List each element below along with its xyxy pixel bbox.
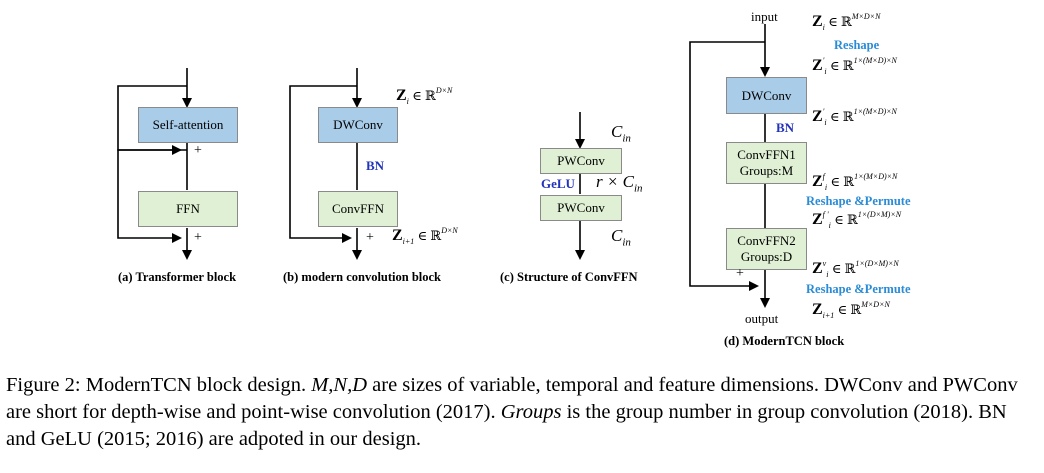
d-math-6: Zvi ∈ ℝ1×(D×M)×N [812, 259, 899, 279]
c-symbol: C [611, 226, 623, 245]
math-symbol: Z [812, 301, 823, 318]
panel-b-output-math: Zi+1 ∈ ℝD×N [392, 226, 458, 246]
gelu-label: GeLU [541, 176, 575, 191]
math-pre: ' [822, 107, 825, 116]
math-set: ∈ ℝ [834, 212, 858, 227]
pwconv-bottom-box: PWConv [540, 195, 622, 221]
d-math-2: Z' i ∈ ℝ1×(M×D)×N [812, 56, 897, 76]
convffn1-title: ConvFFN1 [737, 147, 796, 162]
figure-connectors [117, 24, 770, 308]
d-math-1: Zi ∈ ℝM×D×N [812, 12, 880, 32]
r-c-in-label: r × Cin [596, 172, 643, 194]
math-set: ∈ ℝ [829, 58, 854, 73]
panel-b-bn-label: BN [366, 158, 385, 173]
caption-vars: M,N,D [311, 374, 368, 396]
math-pre: f ' [822, 210, 829, 219]
reshape-permute-note-2: Reshape &Permute [806, 282, 911, 296]
panel-d-caption: (d) ModernTCN block [724, 334, 845, 348]
convffn2-title: ConvFFN2 [737, 233, 796, 248]
residual-plus-b: + [366, 230, 374, 245]
math-sup: D×N [441, 226, 458, 235]
math-sup: M×D×N [861, 300, 890, 309]
math-set: ∈ ℝ [837, 302, 862, 317]
output-label: output [745, 311, 779, 326]
math-symbol: Z [812, 57, 823, 74]
math-set: ∈ ℝ [417, 228, 442, 243]
self-attention-box: Self-attention [138, 107, 238, 143]
math-sup: D×N [435, 86, 453, 95]
math-sub: i [824, 118, 827, 127]
math-symbol: Z [812, 211, 823, 228]
c-in-bottom: Cin [611, 226, 631, 248]
pwconv-top-box: PWConv [540, 148, 622, 174]
convffn2-groups: Groups:D [740, 249, 793, 264]
reshape-note: Reshape [834, 38, 880, 52]
math-symbol: Z [812, 260, 823, 277]
c-symbol: r × C [596, 172, 634, 191]
math-pre: v [822, 259, 827, 268]
d-residual-plus: + [736, 266, 744, 281]
dwconv-box: DWConv [318, 107, 398, 143]
math-pre: f [822, 172, 825, 181]
c-sub: in [622, 132, 631, 145]
d-dwconv-box: DWConv [726, 77, 807, 114]
panel-a-caption: (a) Transformer block [118, 270, 237, 284]
math-symbol: Z [812, 13, 823, 30]
d-math-5: Zf ' i ∈ ℝ1×(D×M)×N [812, 210, 901, 230]
math-sub: i [824, 67, 827, 76]
math-sub: i [828, 221, 831, 230]
c-in-top: Cin [611, 122, 631, 144]
math-sub: i [824, 183, 828, 192]
caption-groups: Groups [500, 401, 562, 423]
math-sub: i [826, 270, 829, 279]
caption-body-2: is the group number in group convolution… [6, 401, 1007, 450]
math-sup: 1×(M×D)×N [854, 172, 898, 181]
math-set: ∈ ℝ [412, 88, 436, 103]
math-set: ∈ ℝ [829, 109, 854, 124]
math-sup: M×D×N [851, 12, 881, 21]
math-set: ∈ ℝ [830, 174, 855, 189]
math-pre: ' [822, 56, 825, 65]
caption-body-1: are sizes of variable, temporal and feat… [6, 374, 1018, 423]
math-sub: i+1 [402, 237, 415, 246]
c-sub: in [633, 182, 643, 195]
math-sup: 1×(M×D)×N [853, 107, 897, 116]
figure: Self-attention + FFN + (a) Transformer b… [117, 9, 911, 348]
panel-b-input-math: Zi ∈ ℝD×N [396, 86, 452, 106]
caption-lead: Figure 2: ModernTCN block design. [6, 374, 307, 396]
reshape-permute-note-1: Reshape &Permute [806, 194, 911, 208]
math-symbol: Z [396, 87, 407, 104]
math-symbol: Z [812, 108, 823, 125]
math-sub: i [406, 97, 409, 106]
d-math-3: Z' i ∈ ℝ1×(M×D)×N [812, 107, 897, 127]
panel-b-caption: (b) modern convolution block [283, 270, 442, 284]
convffn2-box: ConvFFN2 Groups:D [726, 228, 807, 270]
math-symbol: Z [392, 227, 403, 244]
math-symbol: Z [812, 173, 823, 190]
convffn1-box: ConvFFN1 Groups:M [726, 142, 807, 184]
d-math-7: Zi+1 ∈ ℝM×D×N [812, 300, 890, 320]
convffn-box: ConvFFN [318, 191, 398, 227]
residual-plus-1: + [194, 143, 202, 158]
ffn-box: FFN [138, 191, 238, 227]
input-label: input [751, 9, 778, 24]
math-sup: 1×(D×M)×N [857, 210, 902, 219]
math-set: ∈ ℝ [828, 14, 852, 29]
d-math-4: Zfi ∈ ℝ1×(M×D)×N [812, 172, 897, 192]
panel-c-caption: (c) Structure of ConvFFN [500, 270, 638, 284]
math-sup: 1×(M×D)×N [853, 56, 897, 65]
c-symbol: C [611, 122, 623, 141]
figure-caption: Figure 2: ModernTCN block design. M,N,D … [6, 372, 1040, 453]
residual-plus-2: + [194, 230, 202, 245]
math-set: ∈ ℝ [831, 261, 856, 276]
math-sub: i+1 [822, 311, 835, 320]
d-bn-label: BN [776, 120, 795, 135]
c-sub: in [622, 236, 631, 249]
convffn1-groups: Groups:M [739, 163, 794, 178]
math-sub: i [822, 23, 825, 32]
math-sup: 1×(D×M)×N [855, 259, 899, 268]
